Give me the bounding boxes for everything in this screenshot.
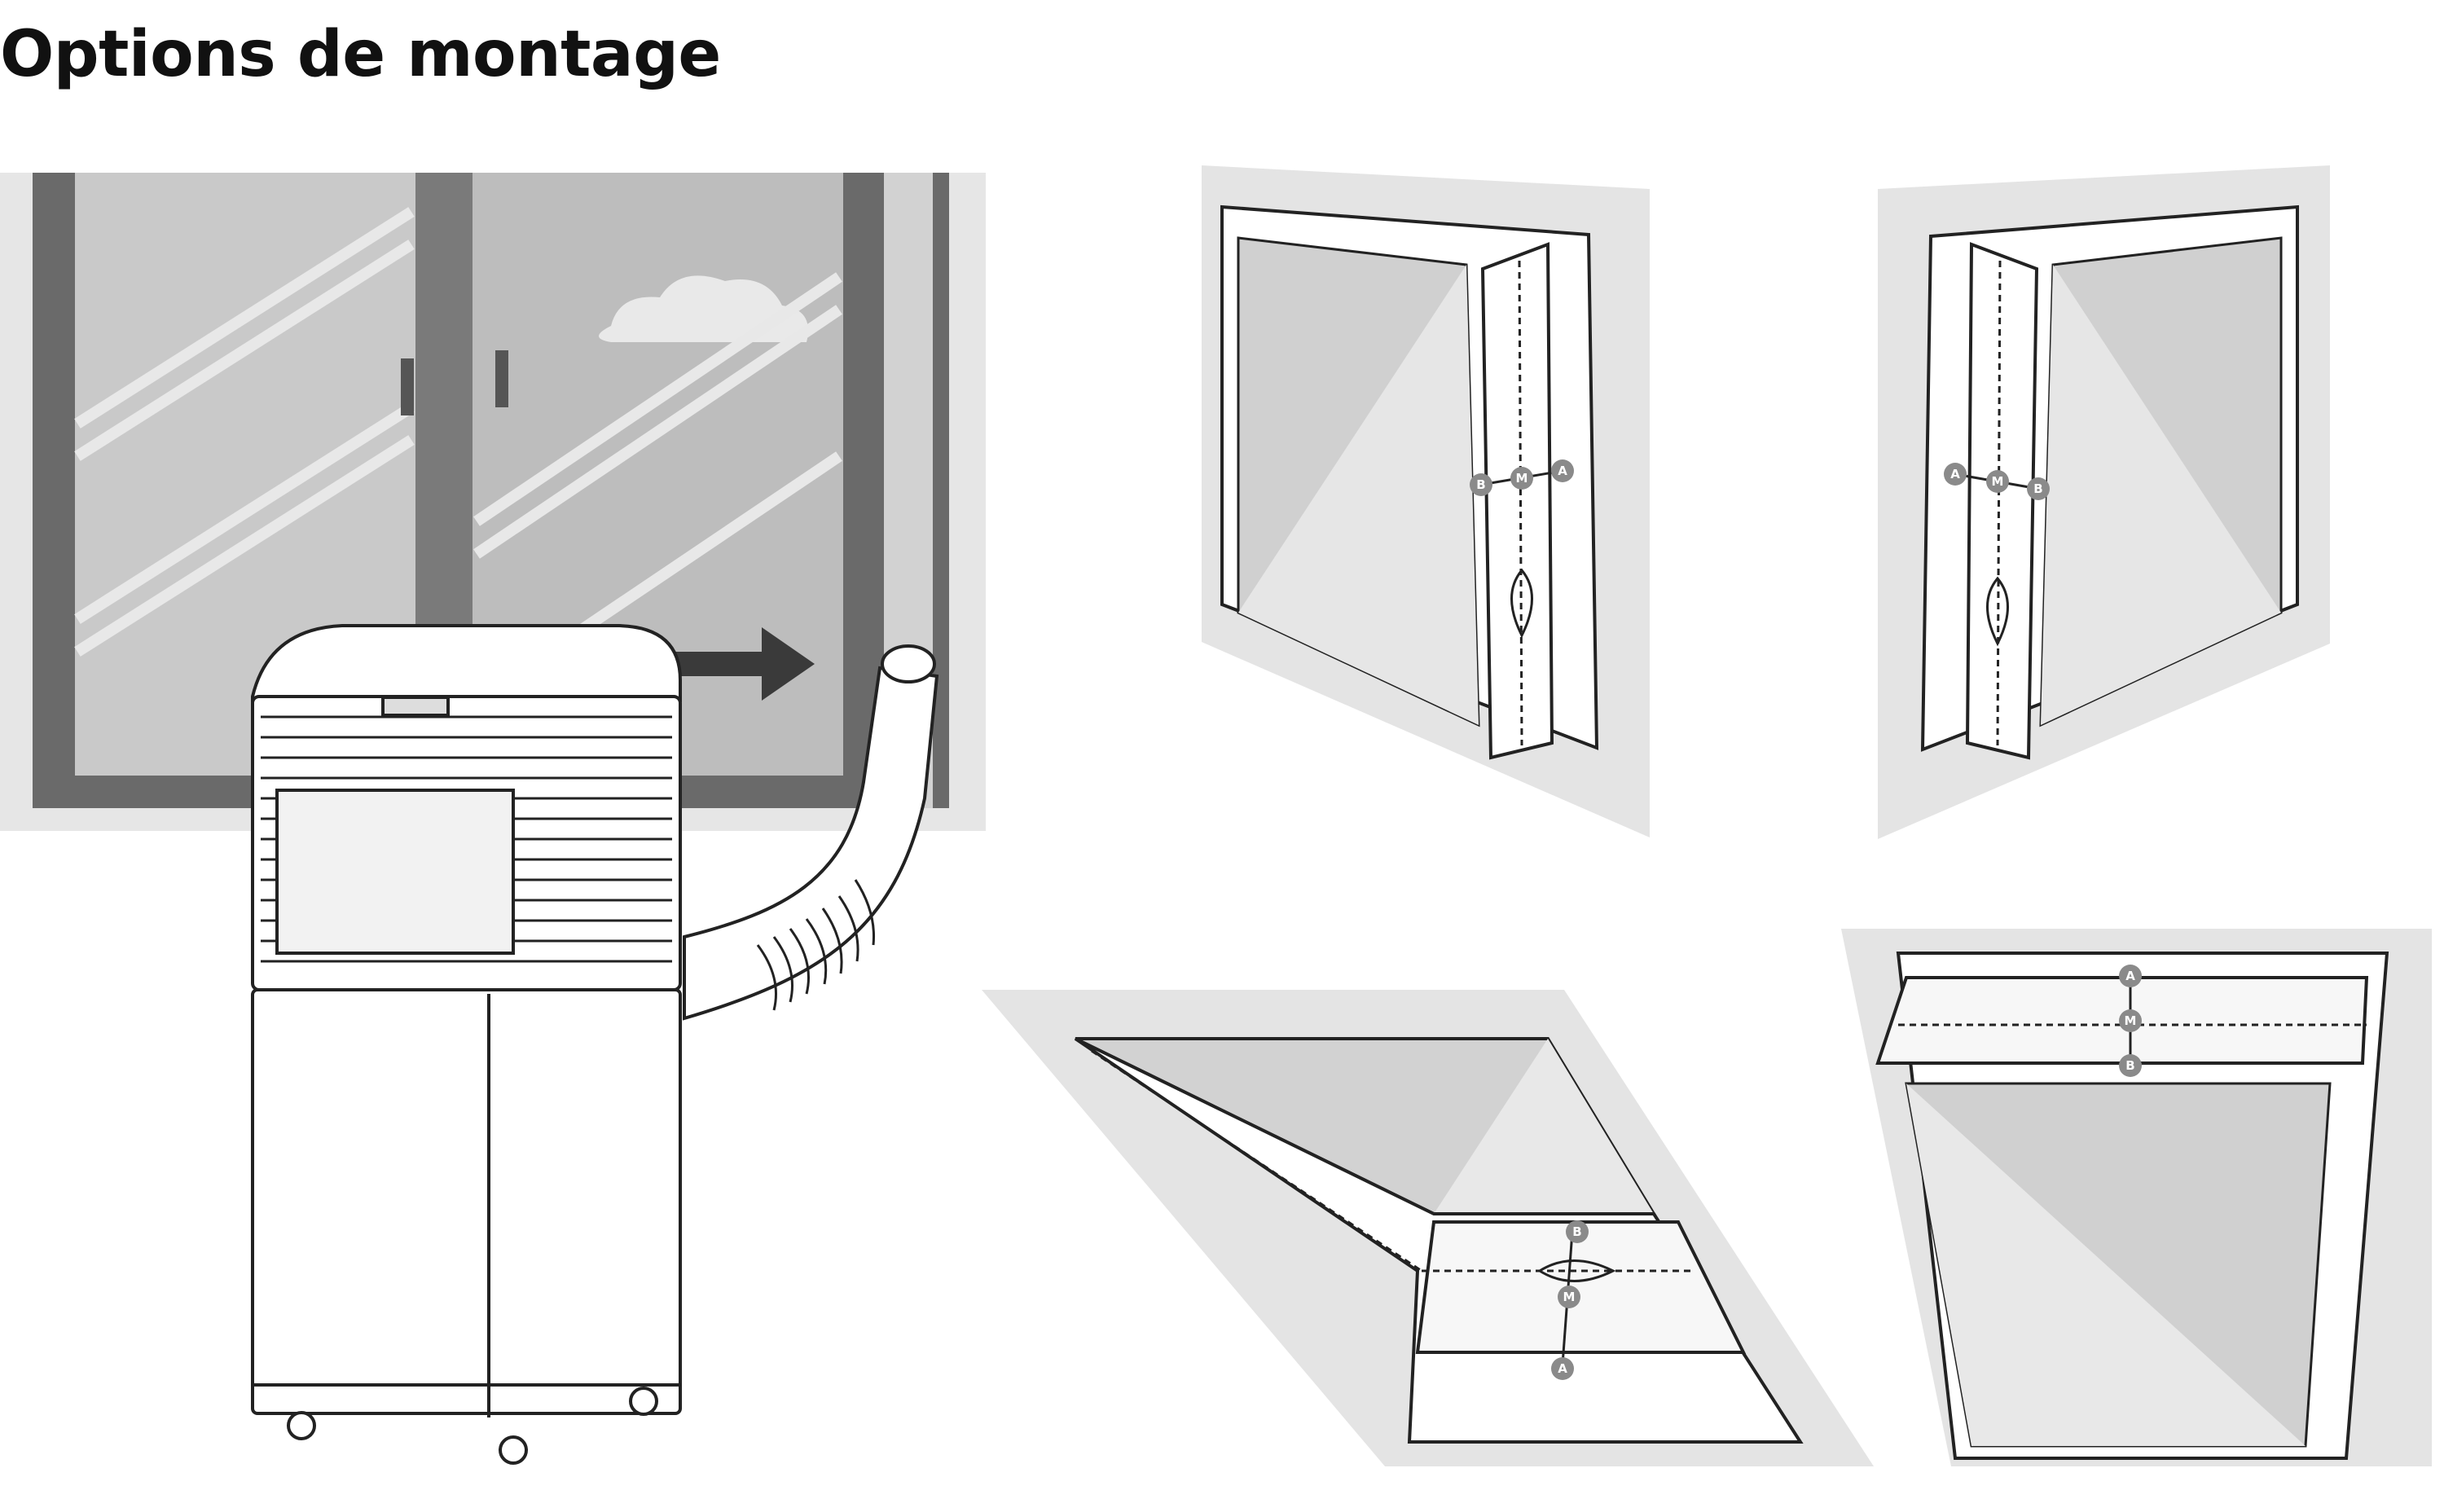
- seam-badge-a: A: [1551, 1357, 1574, 1380]
- ac-wheel: [499, 1435, 528, 1465]
- svg-text:A: A: [1558, 464, 1567, 478]
- seam-badge-b: B: [2119, 1054, 2142, 1077]
- svg-text:A: A: [1950, 467, 1960, 481]
- svg-text:B: B: [2125, 1058, 2134, 1073]
- ac-wheel: [629, 1387, 658, 1416]
- window-glass-highlight: [2041, 265, 2281, 725]
- svg-text:B: B: [2033, 481, 2042, 496]
- svg-text:A: A: [2125, 969, 2135, 983]
- glass-reflections: [74, 207, 842, 705]
- seam-opening: [1986, 576, 2009, 647]
- page-title: Options de montage: [0, 18, 721, 91]
- ac-control-panel: [275, 789, 515, 955]
- seam-badge-b: B: [1470, 473, 1492, 496]
- seam-dashed-line: [1996, 260, 2002, 746]
- seam-badge-a: A: [2119, 965, 2142, 987]
- seam-opening: [1537, 1259, 1616, 1282]
- seam-opening: [1510, 568, 1533, 639]
- svg-text:M: M: [2125, 1013, 2137, 1028]
- ac-display: [381, 696, 450, 717]
- slide-direction-arrow-icon: [668, 627, 815, 701]
- svg-text:M: M: [1992, 474, 2004, 489]
- window-glass-highlight: [1906, 1083, 2306, 1446]
- seam-badge-m: M: [1510, 467, 1533, 490]
- seam-badge-m: M: [2119, 1009, 2142, 1032]
- svg-text:B: B: [1476, 477, 1485, 492]
- window-handle-right: [495, 350, 508, 407]
- casement-window-right-panel: [1878, 165, 2330, 839]
- seam-badge-a: A: [1551, 459, 1574, 482]
- seam-badge-a: A: [1944, 463, 1967, 486]
- svg-text:M: M: [1563, 1290, 1576, 1304]
- seam-dashed-line: [1518, 260, 1523, 746]
- casement-window-left-panel: [1202, 165, 1650, 837]
- window-glass-highlight: [1434, 1039, 1654, 1214]
- seam-badge-m: M: [1558, 1286, 1580, 1308]
- seam-badge-b: B: [2027, 477, 2050, 500]
- window-seal-strip: [1415, 1220, 1747, 1354]
- portable-air-conditioner: [251, 624, 682, 1465]
- window-seal-strip: [1965, 242, 2039, 760]
- window-seal-strip: [1480, 242, 1554, 760]
- window-glass-highlight: [1238, 265, 1479, 725]
- ac-wheel: [287, 1411, 316, 1440]
- ac-top: [251, 624, 682, 702]
- ac-lower-body: [251, 988, 682, 1415]
- exhaust-hose: [683, 644, 939, 1021]
- svg-text:A: A: [1558, 1361, 1567, 1376]
- cloud-shape: [599, 275, 808, 342]
- seam-badge-b: B: [1566, 1220, 1589, 1243]
- top-hung-window-panel: [1841, 929, 2432, 1466]
- seam-badge-m: M: [1986, 470, 2009, 493]
- svg-text:B: B: [1572, 1224, 1581, 1239]
- window-handle: [401, 358, 414, 415]
- tilt-window-panel: [982, 990, 1874, 1466]
- svg-text:M: M: [1516, 471, 1528, 486]
